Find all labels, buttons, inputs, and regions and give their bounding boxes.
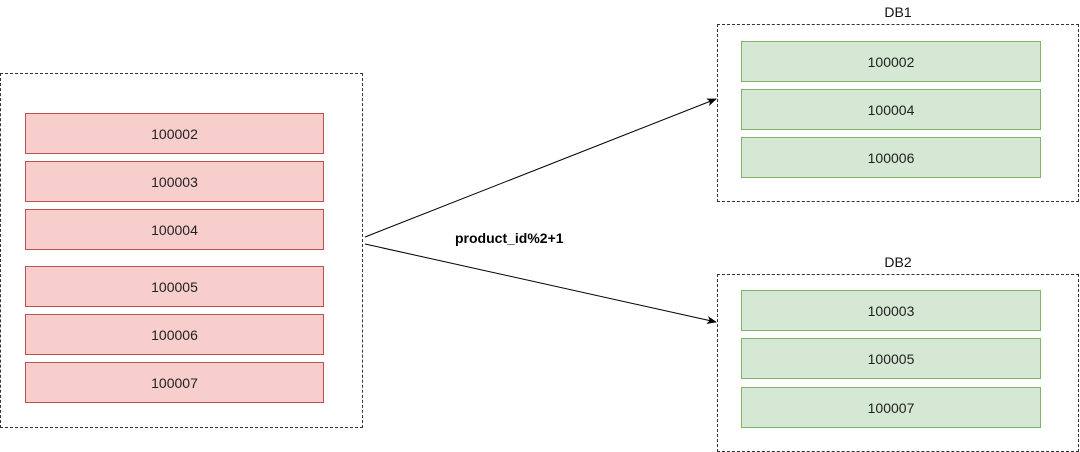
db2-item-label: 100007 — [867, 399, 915, 416]
source-item-label: 100007 — [151, 374, 198, 391]
db1-group: DB1 100002 100004 100006 — [717, 4, 1079, 202]
db1-item-label: 100006 — [867, 149, 915, 166]
db2-item-label: 100005 — [867, 350, 915, 367]
db1-item: 100006 — [741, 137, 1041, 178]
db2-group: DB2 100003 100005 100007 — [717, 254, 1079, 452]
source-item-label: 100002 — [151, 125, 198, 142]
source-group: 100002 100003 100004 100005 100006 10000… — [0, 73, 363, 428]
routing-rule-label: product_id%2+1 — [455, 230, 564, 246]
db1-item: 100004 — [741, 89, 1041, 130]
db2-item: 100005 — [741, 338, 1041, 379]
db1-label: DB1 — [884, 4, 912, 20]
db2-label: DB2 — [884, 254, 912, 270]
db2-item: 100003 — [741, 290, 1041, 331]
source-item-label: 100005 — [151, 278, 198, 295]
db1-item-label: 100002 — [867, 53, 915, 70]
source-item: 100006 — [25, 314, 324, 355]
source-item-label: 100006 — [151, 326, 198, 343]
source-item: 100005 — [25, 266, 324, 307]
source-item: 100003 — [25, 161, 324, 202]
source-item-label: 100003 — [151, 173, 198, 190]
db2-item: 100007 — [741, 387, 1041, 428]
db2-item-label: 100003 — [867, 302, 915, 319]
source-item: 100004 — [25, 209, 324, 250]
source-item-label: 100004 — [151, 221, 198, 238]
db1-item: 100002 — [741, 41, 1041, 82]
source-item: 100007 — [25, 362, 324, 403]
arrow-to-db2 — [364, 243, 717, 324]
db1-item-label: 100004 — [867, 101, 915, 118]
source-item: 100002 — [25, 113, 324, 154]
arrow-to-db1 — [364, 98, 717, 238]
